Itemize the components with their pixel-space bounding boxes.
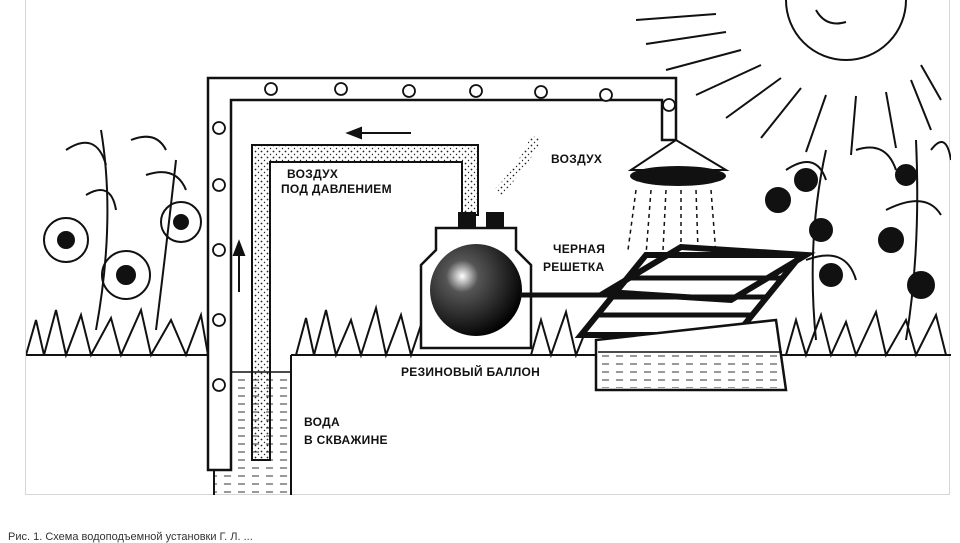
label-air-pressure-1: ВОЗДУХ <box>287 167 339 181</box>
left-plants <box>26 129 209 359</box>
sun-icon <box>635 0 942 156</box>
diagram-drawing <box>26 0 951 495</box>
flow-arrow-up <box>232 239 246 292</box>
tank <box>419 212 616 350</box>
tomato-plants <box>765 139 951 341</box>
label-black-grid-2: РЕШЕТКА <box>543 260 605 274</box>
figure-caption: Рис. 1. Схема водоподъемной установки Г.… <box>8 531 253 543</box>
label-water-2: В СКВАЖИНЕ <box>304 433 388 447</box>
label-air: ВОЗДУХ <box>551 152 603 166</box>
water-basin <box>594 318 788 392</box>
air-intake-arrow <box>494 135 541 195</box>
pipe-balls <box>212 82 676 392</box>
label-rubber-balloon: РЕЗИНОВЫЙ БАЛЛОН <box>401 365 541 379</box>
label-air-pressure-2: ПОД ДАВЛЕНИЕМ <box>281 182 392 196</box>
grass <box>295 304 947 359</box>
diagram-figure: ВОЗДУХ ПОД ДАВЛЕНИЕМ ВОЗДУХ ЧЕРНАЯ РЕШЕТ… <box>25 0 951 495</box>
label-water-1: ВОДА <box>304 415 340 429</box>
shower-head-icon <box>627 138 730 256</box>
water-pipe <box>206 76 678 472</box>
rubber-balloon <box>430 244 522 336</box>
flow-arrow-left <box>345 126 411 140</box>
label-black-grid-1: ЧЕРНАЯ <box>553 242 606 256</box>
